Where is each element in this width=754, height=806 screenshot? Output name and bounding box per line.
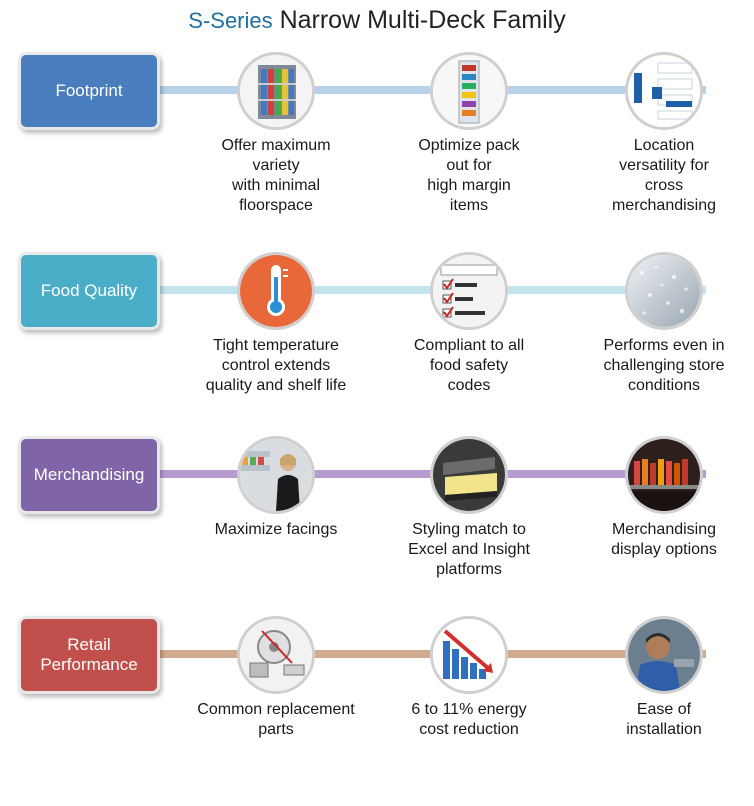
case-styling-icon [430, 436, 508, 514]
stocked-shelf-icon [430, 52, 508, 130]
feature-item: Location versatility for cross merchandi… [569, 52, 754, 216]
store-floor-plan-icon [625, 52, 703, 130]
feature-caption: Offer maximum variety with minimal floor… [221, 137, 331, 214]
feature-caption: Performs even in challenging store condi… [603, 337, 725, 394]
category-label-footprint: Footprint [18, 52, 160, 130]
category-label-retail-performance: Retail Performance [18, 616, 160, 694]
feature-item: Styling match to Excel and Insight platf… [374, 436, 564, 580]
feature-caption: Ease of installation [626, 701, 702, 738]
energy-reduction-chart-icon [430, 616, 508, 694]
condensation-glass-icon [625, 252, 703, 330]
feature-row-food-quality: Food Quality Tight temperature control e… [0, 252, 754, 442]
feature-item: Offer maximum variety with minimal floor… [181, 52, 371, 216]
feature-row-footprint: Footprint Offer maximum variety with min… [0, 52, 754, 242]
feature-caption: 6 to 11% energy cost reduction [411, 701, 527, 738]
feature-item: Tight temperature control extends qualit… [181, 252, 371, 396]
category-label-food-quality: Food Quality [18, 252, 160, 330]
feature-item: Merchandising display options [569, 436, 754, 560]
feature-item: Performs even in challenging store condi… [569, 252, 754, 396]
shopper-icon [237, 436, 315, 514]
feature-caption: Location versatility for cross merchandi… [611, 137, 717, 214]
feature-item: 6 to 11% energy cost reduction [374, 616, 564, 740]
feature-caption: Optimize pack out for high margin items [418, 137, 520, 214]
feature-item: Optimize pack out for high margin items [374, 52, 564, 216]
feature-caption: Compliant to all food safety codes [413, 337, 525, 394]
page-title: S-Series Narrow Multi-Deck Family [0, 4, 754, 37]
feature-caption: Merchandising display options [611, 521, 717, 558]
category-label-merchandising: Merchandising [18, 436, 160, 514]
technician-icon [625, 616, 703, 694]
thermometer-icon [237, 252, 315, 330]
feature-item: Ease of installation [569, 616, 754, 740]
replacement-parts-icon [237, 616, 315, 694]
feature-caption: Common replacement parts [197, 701, 355, 738]
feature-caption: Tight temperature control extends qualit… [205, 337, 347, 394]
feature-item: Compliant to all food safety codes [374, 252, 564, 396]
feature-caption: Styling match to Excel and Insight platf… [408, 521, 530, 578]
product-display-icon [625, 436, 703, 514]
brand-name: S-Series [188, 8, 273, 33]
feature-caption: Maximize facings [214, 521, 338, 538]
refrigerated-case-icon [237, 52, 315, 130]
feature-row-retail-performance: Retail Performance Common replacement pa… [0, 616, 754, 806]
compliance-checklist-icon [430, 252, 508, 330]
feature-row-merchandising: Merchandising Maximize facings [0, 436, 754, 626]
feature-item: Common replacement parts [181, 616, 371, 740]
title-text: Narrow Multi-Deck Family [279, 6, 566, 34]
feature-item: Maximize facings [181, 436, 371, 540]
